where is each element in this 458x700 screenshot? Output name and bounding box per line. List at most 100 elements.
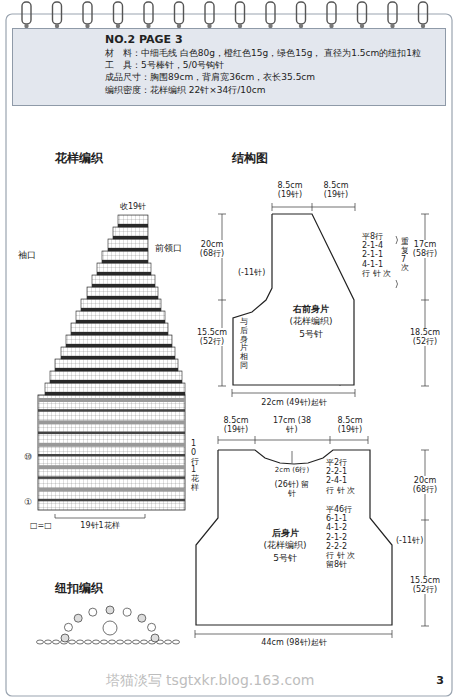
crochet-loop — [123, 608, 131, 616]
piece-outline-path — [233, 214, 354, 385]
chain-stitch — [133, 640, 140, 644]
chart-band — [108, 248, 148, 251]
ring — [297, 2, 306, 24]
repeat-bracket — [55, 514, 145, 518]
dimension-label: 17cm (38针) — [272, 416, 312, 434]
repeat-note: 19针1花样 — [80, 521, 119, 530]
binding-ring — [22, 2, 31, 28]
chart-row — [87, 287, 158, 299]
node-text: 5号针 — [272, 329, 350, 340]
dimension-label: 8.5cm (19针) — [216, 416, 256, 434]
ring — [53, 2, 62, 24]
node-text: 工 具：5号棒针，5/0号钩针 — [105, 60, 441, 71]
chain-stitch — [85, 640, 92, 644]
front-piece: 右前身片(花样编织)5号针 — [232, 212, 356, 387]
chart-band — [92, 284, 155, 287]
dimension-line — [292, 451, 293, 463]
ring — [83, 2, 92, 24]
chart-band — [38, 499, 185, 502]
shaping-note: 平46行 6-1-1 4-1-2 2-1-2 2-2-2 行 针 次 留8针 — [326, 505, 356, 569]
chart-band — [118, 224, 148, 227]
dimension-line — [232, 389, 355, 397]
binding-ring — [53, 2, 62, 28]
dimension-label: 8.5cm (19针) — [316, 181, 356, 199]
chart-row — [81, 299, 161, 311]
chain-stitch — [69, 640, 76, 644]
chart-row — [102, 251, 148, 263]
chain-stitch — [37, 640, 44, 644]
node-text: (花样编织) — [272, 316, 350, 327]
dimension-line — [272, 203, 355, 211]
crochet-loop — [148, 623, 156, 631]
chart-band — [38, 443, 185, 447]
chart-row — [97, 263, 151, 275]
chart-row — [66, 335, 172, 347]
chart-band — [61, 356, 175, 359]
chart-band — [66, 344, 172, 347]
repeat-note: 10行1花样 — [191, 440, 199, 493]
chart-band — [81, 308, 161, 311]
ring — [236, 2, 245, 24]
chart-row — [71, 323, 168, 335]
chart-band — [76, 320, 165, 323]
crochet-loop — [89, 608, 97, 616]
crochet-loop — [138, 614, 146, 622]
page-frame — [6, 14, 452, 696]
shaping-note: 平2行 2-2-1 2-4-1 行 针 次 — [326, 458, 356, 495]
chart-band — [38, 409, 185, 412]
chart-edge-label: 前领口 — [155, 243, 182, 253]
piece-text-box: NO.2 PAGE 3材 料：中细毛线 白色80g，橙红色15g，绿色15g， … — [105, 33, 441, 97]
button-chart — [37, 606, 180, 644]
dimension-label: 8.5cm (19针) — [330, 416, 370, 434]
binding-ring — [388, 2, 397, 28]
chart-band — [38, 420, 185, 424]
node-text: 5号针 — [247, 553, 323, 564]
chart-band — [38, 465, 185, 469]
ring — [266, 2, 275, 24]
chart-band — [38, 398, 185, 402]
ring — [144, 2, 153, 24]
chart-band — [113, 236, 148, 239]
binding-ring — [419, 2, 428, 28]
chart-row — [113, 227, 148, 239]
binding-ring — [175, 2, 184, 28]
chart-band — [38, 476, 185, 479]
chart-note: 收19针 — [120, 202, 146, 211]
chart-band — [45, 392, 185, 395]
chain-stitch — [109, 640, 116, 644]
chart-row — [108, 239, 148, 251]
chart-row — [76, 311, 165, 323]
chart-band — [38, 488, 185, 492]
binding-ring — [297, 2, 306, 28]
crochet-ring — [103, 621, 117, 635]
chart-band — [97, 272, 151, 275]
binding-ring — [266, 2, 275, 28]
ring — [22, 2, 31, 24]
shaping-note: 平8行 2-1-4 2-1-1 4-1-1 行 针 次 — [362, 232, 392, 278]
chart-row — [45, 383, 185, 395]
watermark: 塔猫淡写 tsgtxkr.blog.163.com — [106, 672, 315, 688]
ring — [175, 2, 184, 24]
chart-band — [102, 260, 148, 263]
chart-row — [50, 371, 182, 383]
chain-stitch — [53, 640, 60, 644]
dimension-line — [195, 630, 392, 638]
crochet-loop — [74, 614, 82, 622]
binding-ring — [358, 2, 367, 28]
chain-stitch — [125, 640, 132, 644]
header-panel: NO.2 PAGE 3材 料：中细毛线 白色80g，橙红色15g，绿色15g， … — [12, 28, 446, 106]
binding-ring — [114, 2, 123, 28]
row-number: ⑩ — [24, 452, 32, 462]
chain-stitch — [93, 640, 100, 644]
ring — [419, 2, 428, 24]
ring — [327, 2, 336, 24]
chart-row — [55, 359, 178, 371]
symbol-key: □=□ — [30, 521, 52, 530]
chart-band — [71, 332, 168, 335]
chart-row — [92, 275, 155, 287]
dimension-label: 20cm (68行) — [408, 476, 442, 494]
binding-ring — [327, 2, 336, 28]
crochet-loop — [151, 634, 159, 642]
ring — [388, 2, 397, 24]
ring — [358, 2, 367, 24]
